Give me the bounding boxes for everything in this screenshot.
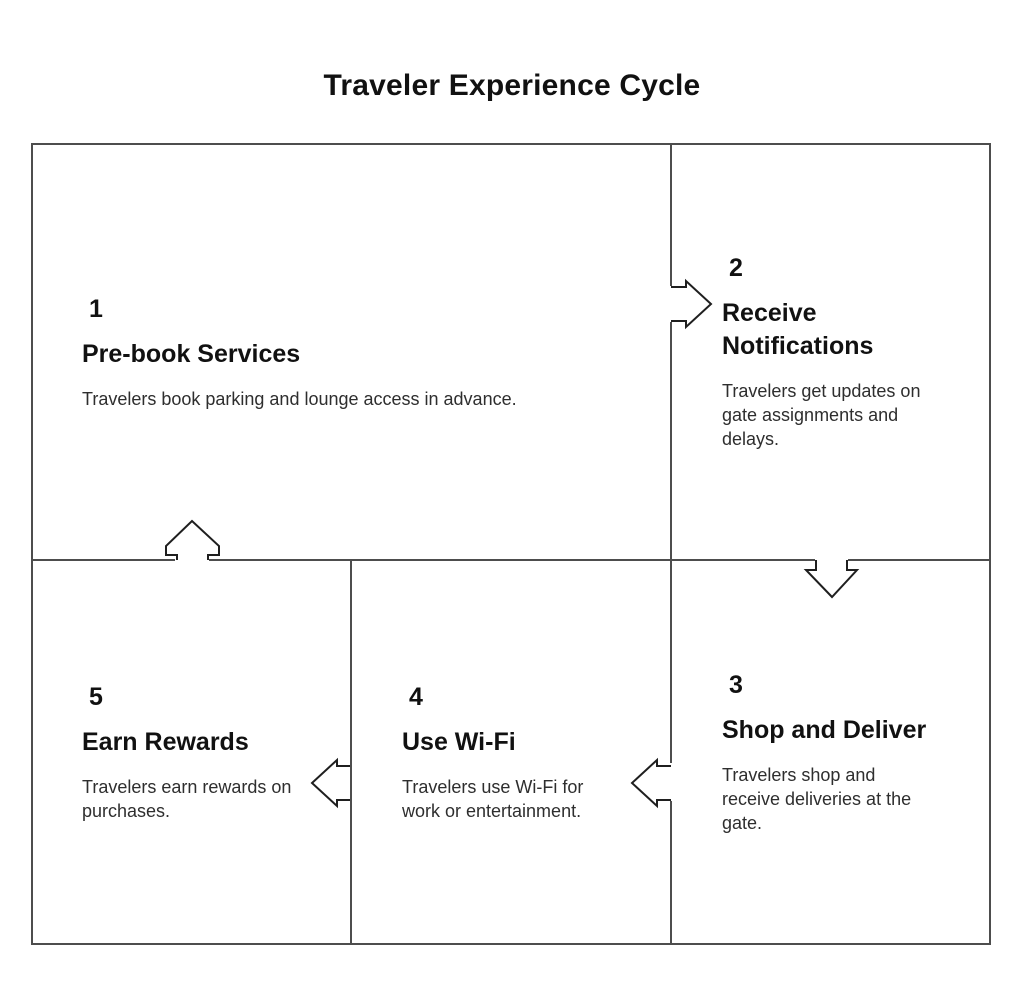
step-description: Travelers earn rewards on purchases. [82,776,292,821]
step-number: 5 [89,682,103,711]
step-cell-2: 2 Receive Notifications Travelers get up… [672,145,989,559]
step-heading: Shop and Deliver [722,715,927,744]
diagram-inner-borders [32,144,990,944]
diagram-outer-border [31,143,991,945]
step-cell-1: 1 Pre-book Services Travelers book parki… [32,145,670,559]
step-heading: Earn Rewards [82,727,249,756]
step-cell-3: 3 Shop and Deliver Travelers shop and re… [672,561,989,943]
step-heading: Pre-book Services [82,339,301,368]
step-heading: Use Wi-Fi [402,727,516,756]
step-number: 2 [729,254,743,282]
step-heading: Receive Notifications [722,299,874,360]
arrow-right-icon [671,278,713,330]
arrow-down-icon [803,560,860,599]
arrow-left-icon [310,757,350,809]
step-number: 1 [89,294,103,323]
step-description: Travelers shop and receive deliveries at… [722,764,912,833]
step-description: Travelers use Wi-Fi for work or entertai… [402,776,584,821]
step-description: Travelers book parking and lounge access… [82,388,517,409]
step-description: Travelers get updates on gate assignment… [722,381,921,449]
step-cell-4: 4 Use Wi-Fi Travelers use Wi-Fi for work… [352,561,670,943]
step-cell-5: 5 Earn Rewards Travelers earn rewards on… [32,561,350,943]
page-title: Traveler Experience Cycle [323,69,701,102]
arrow-up-icon [165,519,220,560]
step-number: 4 [409,682,423,711]
step-number: 3 [729,670,743,699]
arrow-left-icon [630,757,671,809]
